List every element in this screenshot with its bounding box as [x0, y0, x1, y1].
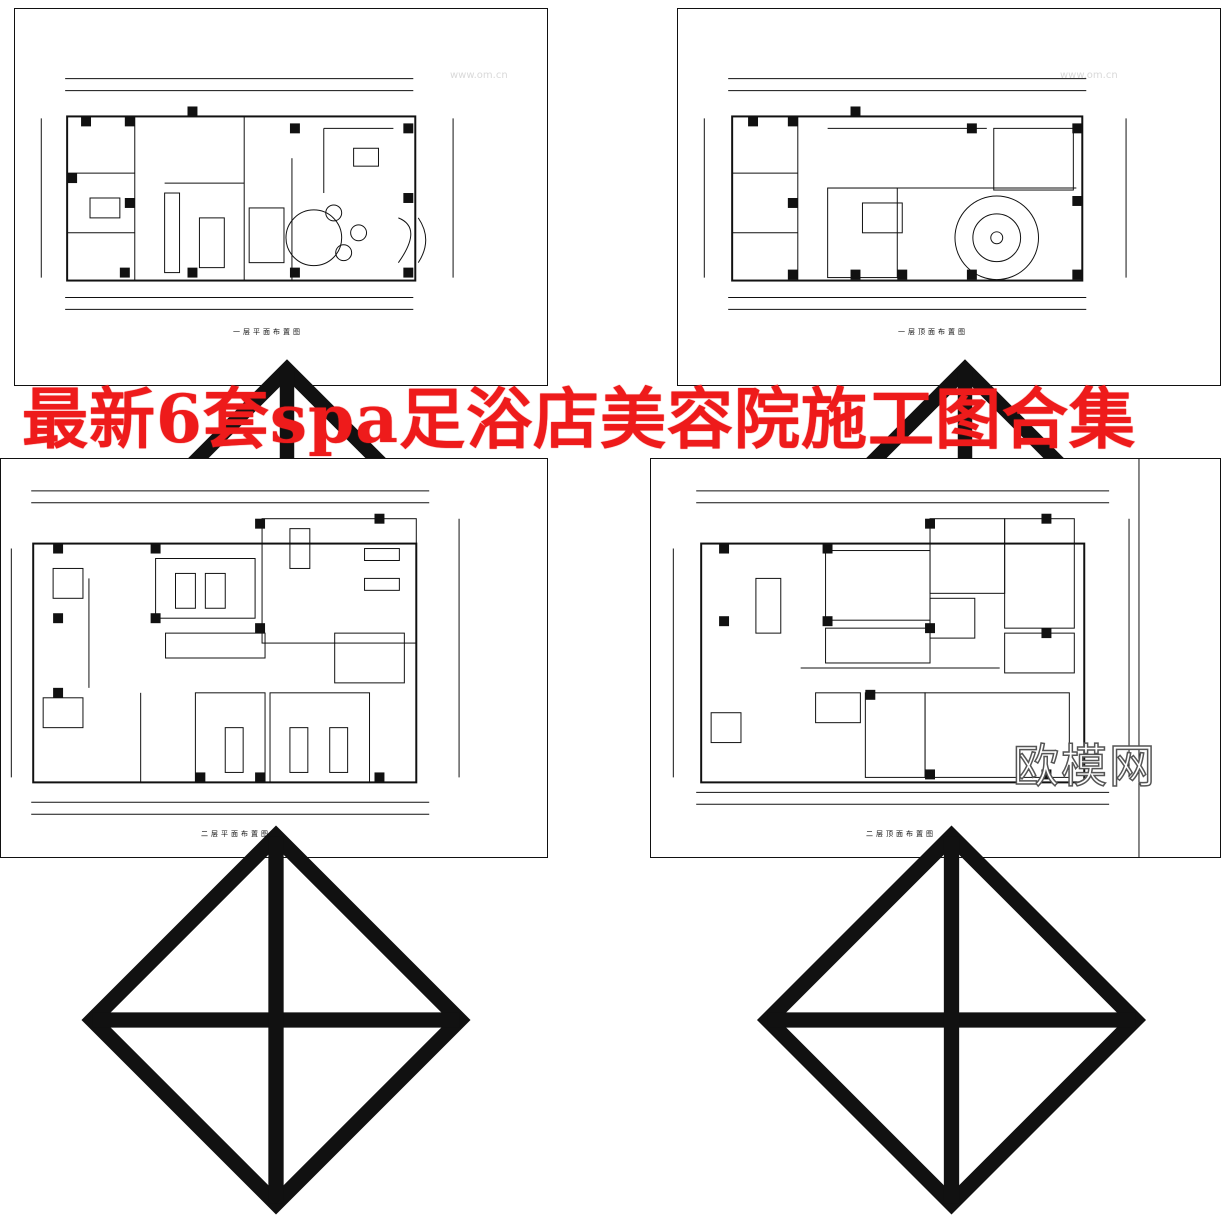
drawing-sheet-bottom-right: 二层顶面布置图: [650, 458, 1221, 1215]
drawing-sheet-bottom-left: 二层平面布置图: [0, 458, 548, 1215]
floor-plan-first-floor: [40, 78, 454, 310]
watermark-logo: 欧模网: [1012, 738, 1157, 794]
drawing-sheet-top-right: 一层顶面布置图: [677, 8, 1221, 727]
compass-icon: [756, 825, 1147, 1215]
small-watermark: www.om.cn: [450, 70, 508, 81]
drawing-sheet-top-left: 一层平面布置图: [14, 8, 548, 727]
sheet-caption: 二层平面布置图: [201, 830, 271, 838]
sheet-caption: 二层顶面布置图: [866, 830, 936, 838]
floor-plan-second-floor: [10, 490, 460, 815]
small-watermark: www.om.cn: [1060, 70, 1118, 81]
compass-icon: [81, 825, 471, 1215]
ceiling-plan-first-floor: [703, 78, 1127, 310]
ceiling-plan-second-floor: [672, 459, 1140, 857]
sheet-caption: 一层平面布置图: [233, 328, 303, 336]
headline-title: 最新6套spa足浴店美容院施工图合集: [22, 380, 1136, 458]
sheet-caption: 一层顶面布置图: [898, 328, 968, 336]
